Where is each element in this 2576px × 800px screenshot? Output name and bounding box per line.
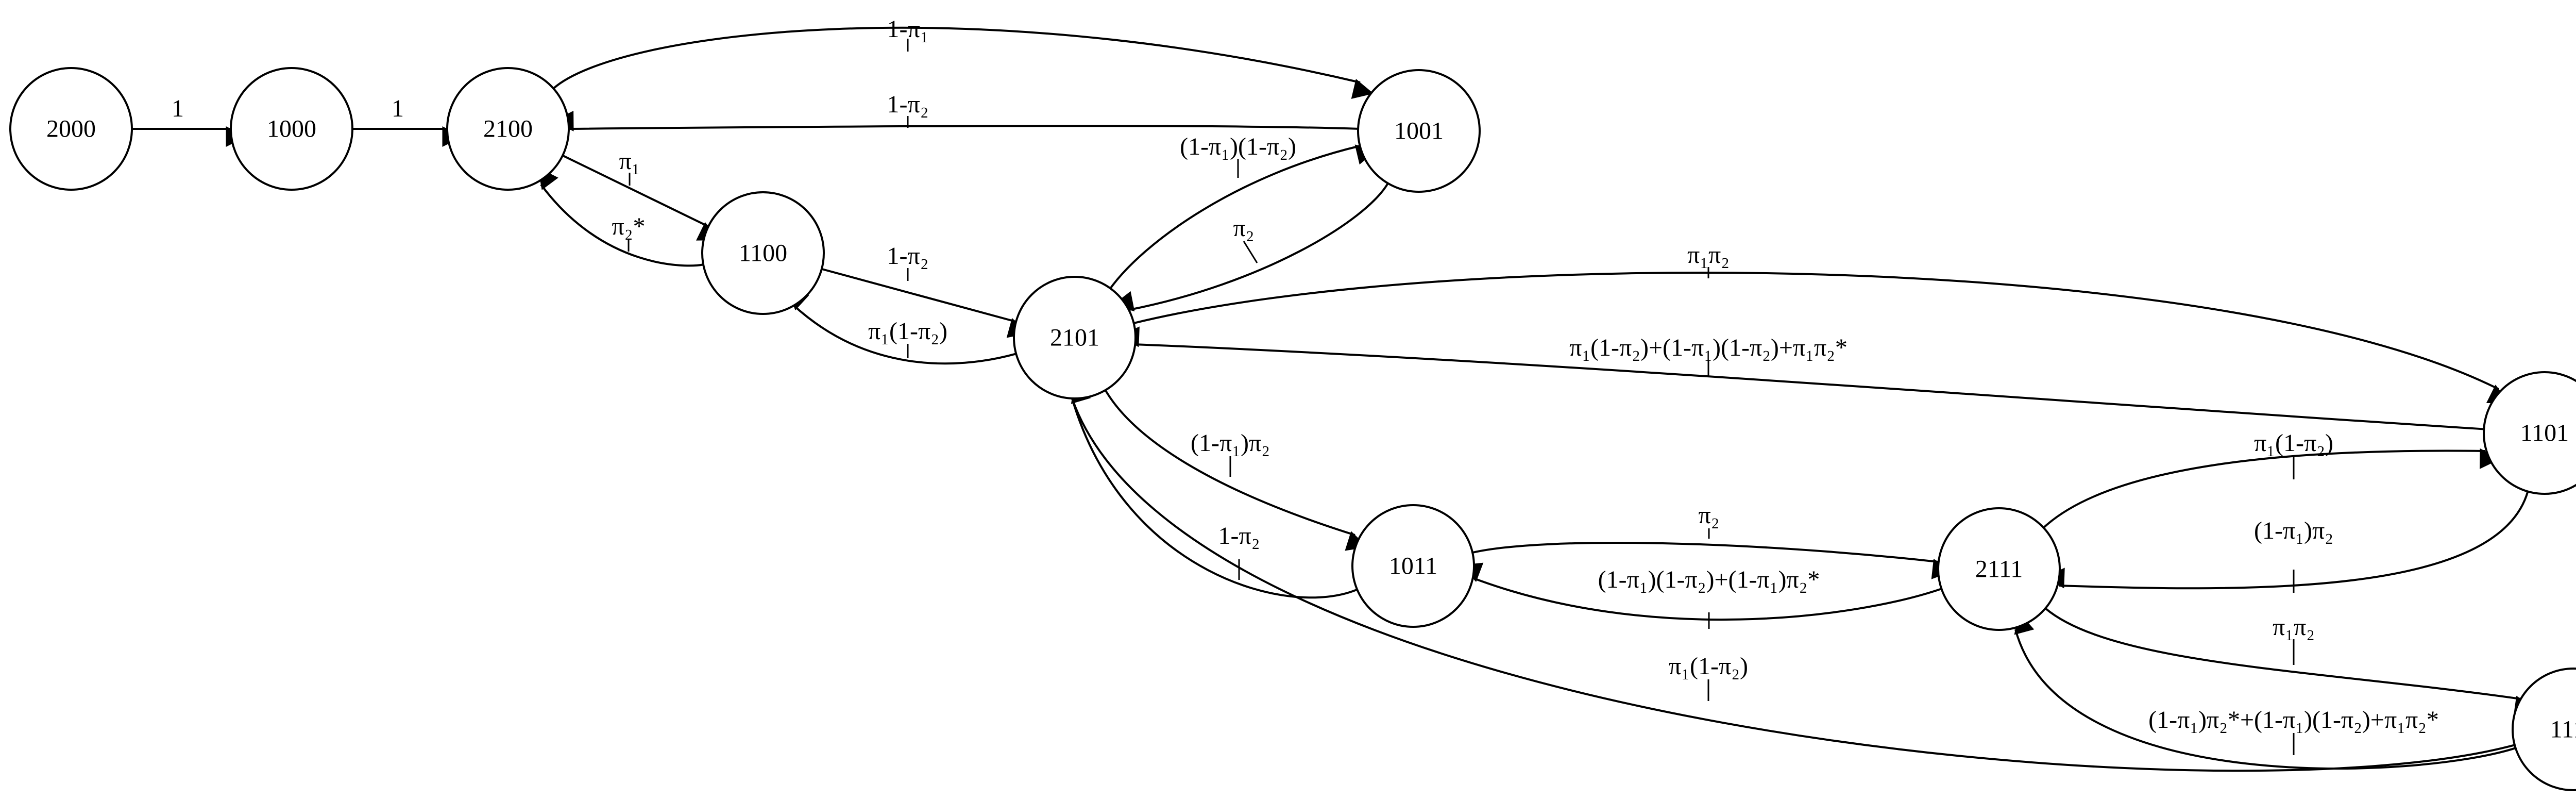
edge-label: (1-π₁)(1-π₂)+(1-π₁)π₂* <box>1598 566 1820 593</box>
edge-label: π₂ <box>1233 214 1255 242</box>
edge-1100-to-2101: 1-π₂ <box>821 242 1029 338</box>
state-node-label: 2100 <box>483 115 533 143</box>
edge-2100-to-1001: 1-π₁ <box>552 15 1374 99</box>
state-node-circle <box>1351 504 1475 628</box>
edges-layer: 1 1 1-π₁ 1-π₂ π₁ π₂* (1-π₁)(1-π₂) π₂ 1-π₂ π₁(1-π₂… <box>132 15 2536 772</box>
edge-label: (1-π₁)π₂ <box>1191 429 1270 457</box>
edge-1111-to-2111: (1-π₁)π₂*+(1-π₁)(1-π₂)+π₁π₂* <box>2014 612 2516 770</box>
edge-1011-to-2101: 1-π₂ <box>1071 381 1358 599</box>
state-node-1100: 1100 <box>701 191 825 315</box>
edge-label: 1-π₂ <box>1218 522 1260 549</box>
edge-label: π₁(1-π₂) <box>1669 653 1748 680</box>
edge-arrow <box>2014 612 2516 770</box>
state-node-circle <box>9 67 133 191</box>
edge-arrow <box>821 268 1029 338</box>
state-node-circle <box>701 191 825 315</box>
edge-label: (1-π₁)π₂ <box>2254 517 2333 544</box>
edge-2101-to-1101: π₁π₂ <box>1133 241 2510 404</box>
state-node-circle <box>2512 668 2576 791</box>
edge-2111-to-1101: π₁(1-π₂) <box>2043 429 2501 529</box>
edge-arrow <box>537 167 704 267</box>
state-node-2101: 2101 <box>1013 276 1137 399</box>
edge-label: π₂* <box>612 213 646 240</box>
state-node-circle <box>230 67 353 191</box>
state-node-label: 1001 <box>1394 118 1444 145</box>
edge-1001-to-2100: 1-π₂ <box>553 91 1359 131</box>
edge-2111-to-1111: π₁π₂ <box>2044 607 2536 716</box>
edge-1001-to-2101: π₂ <box>1112 182 1389 312</box>
edge-2101-to-1100: π₁(1-π₂) <box>787 289 1016 365</box>
state-node-label: 1101 <box>2520 420 2569 447</box>
state-node-circle <box>446 67 570 191</box>
edge-arrow <box>562 154 719 241</box>
edge-label: π₂ <box>1699 502 1720 529</box>
edge-arrow <box>2044 491 2529 590</box>
edge-arrow <box>1071 381 2515 772</box>
edge-2101-to-1001: (1-π₁)(1-π₂) <box>1109 133 1378 289</box>
edge-1100-to-2100: π₂* <box>537 167 704 267</box>
state-node-1101: 1101 <box>2483 371 2576 495</box>
edge-1101-to-2101: π₁(1-π₂)+(1-π₁)(1-π₂)+π₁π₂* <box>1118 326 2484 430</box>
state-node-circle <box>1013 276 1137 399</box>
state-node-2000: 2000 <box>9 67 133 191</box>
edge-arrow <box>1104 389 1368 551</box>
edge-1111-to-2101: π₁(1-π₂) <box>1071 381 2515 772</box>
state-node-2111: 2111 <box>1937 507 2061 631</box>
edge-2000-to-1000: 1 <box>132 95 247 147</box>
state-node-circle <box>1357 69 1481 193</box>
edge-arrow <box>553 110 1359 131</box>
edge-arrow <box>1109 144 1378 289</box>
edge-2100-to-1100: π₁ <box>562 147 719 241</box>
edge-label: 1 <box>392 95 404 122</box>
state-node-circle <box>2483 371 2576 495</box>
edge-label: 1-π₁ <box>887 15 929 43</box>
edge-arrow <box>2043 448 2501 529</box>
state-node-label: 1011 <box>1389 553 1437 580</box>
edge-1000-to-2100: 1 <box>352 95 463 147</box>
edge-label: π₁ <box>619 147 640 175</box>
edge-arrow <box>1460 562 1942 621</box>
edge-2101-to-1011: (1-π₁)π₂ <box>1104 389 1368 551</box>
edge-arrow <box>1133 272 2510 404</box>
edge-label: π₁π₂ <box>2273 613 2315 641</box>
edge-arrow <box>1071 381 1358 599</box>
state-node-label: 2000 <box>46 115 96 143</box>
state-node-circle <box>1937 507 2061 631</box>
edge-2111-to-1011: (1-π₁)(1-π₂)+(1-π₁)π₂* <box>1460 562 1942 629</box>
edge-arrow <box>1118 326 2484 430</box>
edge-arrow <box>1112 182 1389 312</box>
edge-label: (1-π₁)π₂*+(1-π₁)(1-π₂)+π₁π₂* <box>2148 706 2439 734</box>
edge-label: 1 <box>172 95 184 122</box>
edge-arrow <box>787 289 1016 365</box>
state-node-label: 1100 <box>739 240 787 267</box>
state-node-2100: 2100 <box>446 67 570 191</box>
edge-label: π₁(1-π₂) <box>2254 429 2333 457</box>
edge-label: π₁(1-π₂) <box>868 318 947 345</box>
edge-arrow <box>2044 607 2536 716</box>
edge-arrow <box>1472 542 1953 579</box>
edge-label: π₁π₂ <box>1687 241 1730 269</box>
edge-label: 1-π₂ <box>887 242 929 270</box>
edge-arrow <box>552 26 1374 99</box>
edge-label: 1-π₂ <box>887 91 929 118</box>
state-node-label: 1000 <box>267 115 316 143</box>
edge-label: (1-π₁)(1-π₂) <box>1180 133 1296 160</box>
edge-1011-to-2111: π₂ <box>1472 502 1953 579</box>
edge-label: π₁(1-π₂)+(1-π₁)(1-π₂)+π₁π₂* <box>1569 334 1848 361</box>
state-node-label: 2111 <box>1975 556 2023 583</box>
edge-label-connector <box>1243 241 1258 263</box>
state-node-1000: 1000 <box>230 67 353 191</box>
state-node-1001: 1001 <box>1357 69 1481 193</box>
state-node-label: 2101 <box>1050 324 1099 352</box>
state-node-1011: 1011 <box>1351 504 1475 628</box>
edge-1101-to-2111: (1-π₁)π₂ <box>2044 491 2529 593</box>
